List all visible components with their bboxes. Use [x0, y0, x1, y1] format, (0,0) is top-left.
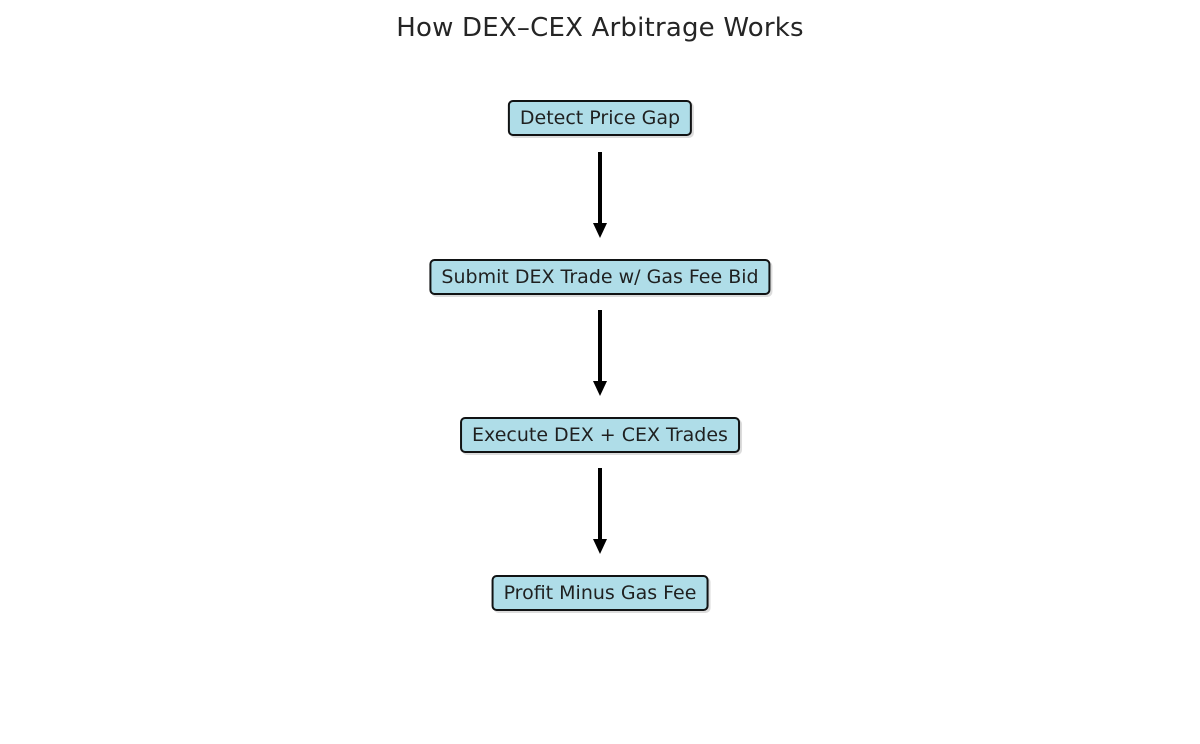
arrow-shaft: [598, 152, 602, 224]
page-title: How DEX–CEX Arbitrage Works: [396, 13, 804, 43]
flow-node-profit-minus-gas-fee[interactable]: Profit Minus Gas Fee: [491, 575, 709, 611]
arrow-head-icon: [593, 539, 607, 554]
flow-node-label: Execute DEX + CEX Trades: [472, 424, 728, 446]
flow-arrow-submit-to-execute: [592, 310, 608, 396]
flow-node-label: Submit DEX Trade w/ Gas Fee Bid: [441, 266, 759, 288]
flow-arrow-execute-to-profit: [592, 468, 608, 554]
flow-node-detect-price-gap[interactable]: Detect Price Gap: [507, 100, 693, 136]
arrow-shaft: [598, 310, 602, 382]
flow-node-label: Detect Price Gap: [519, 107, 681, 129]
arrow-shaft: [598, 468, 602, 540]
flow-node-execute-trades[interactable]: Execute DEX + CEX Trades: [460, 417, 740, 453]
arrow-head-icon: [593, 381, 607, 396]
arrow-head-icon: [593, 223, 607, 238]
flow-arrow-detect-to-submit: [592, 152, 608, 238]
flow-node-submit-dex-trade[interactable]: Submit DEX Trade w/ Gas Fee Bid: [429, 259, 771, 295]
flow-node-label: Profit Minus Gas Fee: [503, 582, 697, 604]
